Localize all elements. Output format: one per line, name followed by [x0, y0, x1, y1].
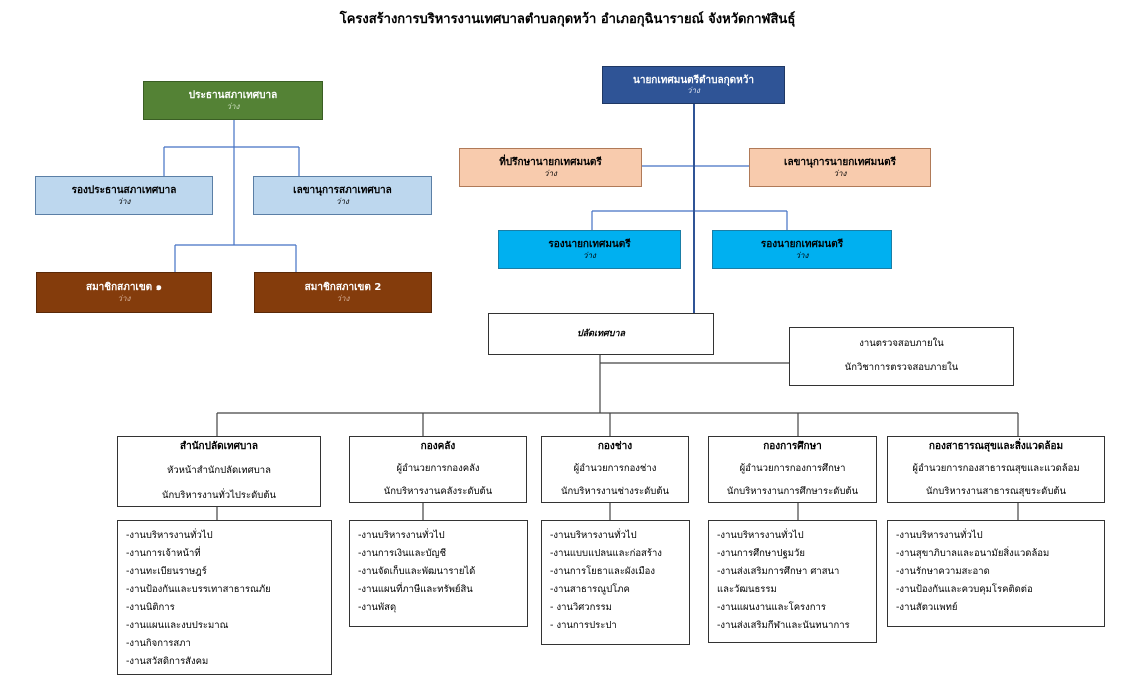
dept-box-2: กองช่าง ผู้อำนวยการกองช่าง นักบริหารงานช… [541, 436, 689, 503]
task-list-4: -งานบริหารงานทั่วไป -งานสุขาภิบาลและอนาม… [887, 520, 1105, 627]
task-item: -งานจัดเก็บและพัฒนารายได้ [358, 566, 476, 577]
council-member2-title: สมาชิกสภาเขต 2 [304, 282, 382, 294]
task-item: และวัฒนธรรม [717, 584, 777, 595]
deputy-mayor2-title: รองนายกเทศมนตรี [760, 239, 844, 251]
council-vice-chair-box: รองประธานสภาเทศบาล ว่าง [35, 176, 213, 215]
council-chair-title: ประธานสภาเทศบาล [188, 90, 278, 102]
mayor-title: นายกเทศมนตรีตำบลกุดหว้า [633, 74, 754, 86]
task-item: -งานการโยธาและผังเมือง [550, 566, 655, 577]
council-member1-title: สมาชิกสภาเขต ๑ [85, 282, 163, 294]
dept-staff-3: นักบริหารงานการศึกษาระดับต้น [726, 486, 859, 498]
council-chair-box: ประธานสภาเทศบาล ว่าง [143, 81, 323, 120]
task-item: -งานส่งเสริมการศึกษา ศาสนา [717, 566, 840, 577]
task-item: -งานบริหารงานทั่วไป [358, 530, 445, 541]
dept-staff-4: นักบริหารงานสาธารณสุขระดับต้น [925, 486, 1067, 498]
task-item: -งานส่งเสริมกีฬาและนันทนาการ [717, 620, 850, 631]
mayor-box: นายกเทศมนตรีตำบลกุดหว้า ว่าง [602, 66, 785, 104]
task-item: -งานแบบแปลนและก่อสร้าง [550, 548, 662, 559]
dept-staff-1: นักบริหารงานคลังระดับต้น [383, 486, 493, 498]
council-vice-chair-sub: ว่าง [117, 196, 131, 206]
task-item: -งานสุขาภิบาลและอนามัยสิ่งแวดล้อม [896, 548, 1050, 559]
task-item: -งานบริหารงานทั่วไป [896, 530, 983, 541]
dept-name-1: กองคลัง [420, 441, 456, 452]
council-member2-sub: ว่าง [336, 293, 350, 303]
task-item: -งานกิจการสภา [126, 638, 191, 649]
deputy-mayor2-box: รองนายกเทศมนตรี ว่าง [712, 230, 892, 269]
mayor-secretary-sub: ว่าง [833, 168, 847, 178]
task-item: -งานบริหารงานทั่วไป [717, 530, 804, 541]
task-item: -งานทะเบียนราษฎร์ [126, 566, 207, 577]
task-item: - งานวิศวกรรม [550, 602, 612, 613]
internal-audit-line1: งานตรวจสอบภายใน [859, 337, 944, 349]
council-member1-box: สมาชิกสภาเขต ๑ ว่าง [36, 272, 212, 313]
dept-staff-2: นักบริหารงานช่างระดับต้น [560, 486, 670, 498]
council-member1-sub: ว่าง [117, 293, 131, 303]
dept-box-1: กองคลัง ผู้อำนวยการกองคลัง นักบริหารงานค… [349, 436, 527, 503]
dept-box-4: กองสาธารณสุขและสิ่งแวดล้อม ผู้อำนวยการกอ… [887, 436, 1105, 503]
council-chair-sub: ว่าง [226, 101, 240, 111]
dept-name-4: กองสาธารณสุขและสิ่งแวดล้อม [928, 441, 1064, 452]
task-list-3: -งานบริหารงานทั่วไป -งานการศึกษาปฐมวัย -… [708, 520, 877, 643]
advisor-sub: ว่าง [544, 168, 557, 178]
task-item: -งานสัตวแพทย์ [896, 602, 958, 613]
task-item: - งานการประปา [550, 620, 617, 631]
task-list-0: -งานบริหารงานทั่วไป -งานการเจ้าหน้าที่ -… [117, 520, 332, 675]
advisor-box: ที่ปรึกษานายกเทศมนตรี ว่าง [459, 148, 642, 187]
mayor-secretary-title: เลขานุการนายกเทศมนตรี [784, 157, 896, 169]
dept-head-1: ผู้อำนวยการกองคลัง [396, 463, 480, 475]
task-list-2: -งานบริหารงานทั่วไป -งานแบบแปลนและก่อสร้… [541, 520, 690, 645]
task-list-1: -งานบริหารงานทั่วไป -งานการเงินและบัญชี … [349, 520, 528, 627]
advisor-title: ที่ปรึกษานายกเทศมนตรี [499, 157, 602, 169]
dept-name-3: กองการศึกษา [763, 441, 822, 452]
clerk-box: ปลัดเทศบาล [488, 313, 714, 355]
deputy-mayor1-sub: ว่าง [583, 250, 596, 260]
task-item: -งานการเงินและบัญชี [358, 548, 447, 559]
dept-head-4: ผู้อำนวยการกองสาธารณสุขและแวดล้อม [912, 463, 1080, 475]
internal-audit-box: งานตรวจสอบภายใน นักวิชาการตรวจสอบภายใน [789, 327, 1014, 386]
task-item: -งานพัสดุ [358, 602, 397, 613]
task-item: -งานนิติการ [126, 602, 175, 613]
task-item: -งานรักษาความสะอาด [896, 566, 990, 577]
council-secretary-box: เลขานุการสภาเทศบาล ว่าง [253, 176, 432, 215]
council-member2-box: สมาชิกสภาเขต 2 ว่าง [254, 272, 432, 313]
dept-head-0: หัวหน้าสำนักปลัดเทศบาล [167, 465, 271, 477]
dept-box-0: สำนักปลัดเทศบาล หัวหน้าสำนักปลัดเทศบาล น… [117, 436, 321, 507]
task-item: -งานป้องกันและควบคุมโรคติดต่อ [896, 584, 1033, 595]
task-item: -งานบริหารงานทั่วไป [550, 530, 637, 541]
mayor-sub: ว่าง [687, 86, 700, 96]
task-item: -งานการศึกษาปฐมวัย [717, 548, 805, 559]
task-item: -งานบริหารงานทั่วไป [126, 530, 213, 541]
clerk-title: ปลัดเทศบาล [576, 328, 626, 339]
deputy-mayor1-title: รองนายกเทศมนตรี [548, 239, 631, 251]
page-title: โครงสร้างการบริหารงานเทศบาลตำบลกุดหว้า อ… [339, 12, 796, 27]
dept-name-2: กองช่าง [597, 441, 633, 452]
deputy-mayor1-box: รองนายกเทศมนตรี ว่าง [498, 230, 681, 269]
task-item: -งานแผนที่ภาษีและทรัพย์สิน [358, 584, 473, 595]
internal-audit-line2: นักวิชาการตรวจสอบภายใน [844, 362, 959, 374]
task-item: -งานการเจ้าหน้าที่ [126, 548, 201, 559]
dept-head-2: ผู้อำนวยการกองช่าง [573, 463, 657, 475]
dept-staff-0: นักบริหารงานทั่วไประดับต้น [161, 490, 277, 502]
council-secretary-sub: ว่าง [336, 196, 349, 206]
task-item: -งานสวัสดิการสังคม [126, 656, 209, 667]
mayor-secretary-box: เลขานุการนายกเทศมนตรี ว่าง [749, 148, 931, 187]
task-item: -งานป้องกันและบรรเทาสาธารณภัย [126, 584, 271, 595]
dept-name-0: สำนักปลัดเทศบาล [179, 441, 259, 452]
task-item: -งานแผนงานและโครงการ [717, 602, 826, 613]
task-item: -งานสาธารณูปโภค [550, 584, 630, 595]
deputy-mayor2-sub: ว่าง [795, 250, 809, 260]
council-vice-chair-title: รองประธานสภาเทศบาล [71, 185, 177, 197]
dept-head-3: ผู้อำนวยการกองการศึกษา [739, 463, 846, 475]
council-secretary-title: เลขานุการสภาเทศบาล [293, 185, 392, 197]
dept-box-3: กองการศึกษา ผู้อำนวยการกองการศึกษา นักบร… [708, 436, 877, 503]
task-item: -งานแผนและงบประมาณ [126, 620, 229, 631]
